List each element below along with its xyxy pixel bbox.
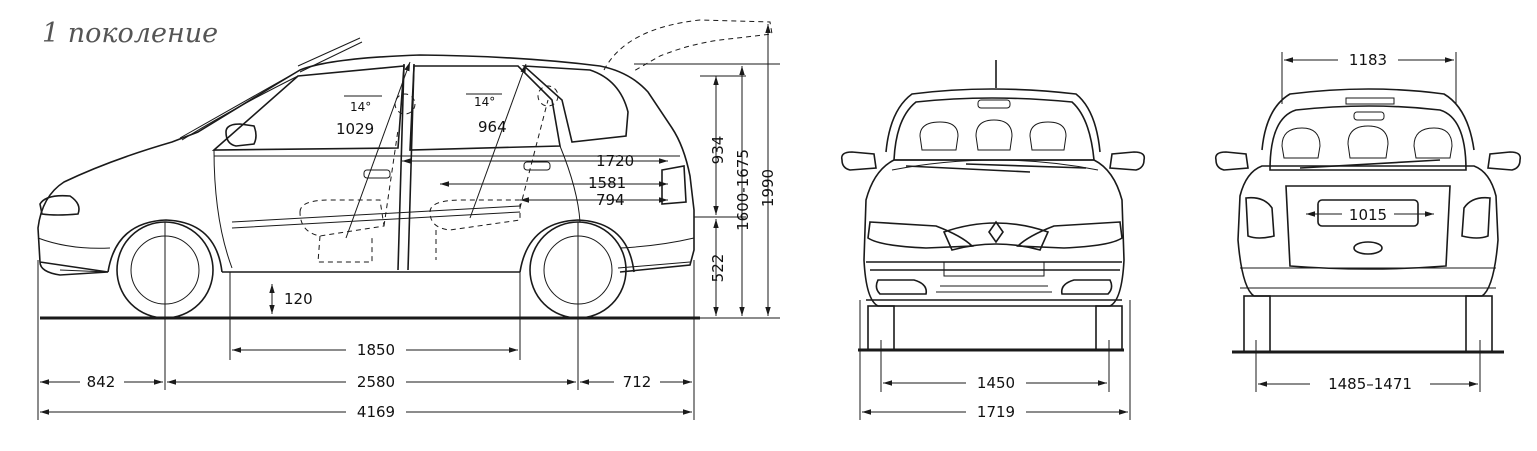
side-bumpers [37,237,695,249]
seat-angle-ticks [344,93,502,97]
label-height-range: 1600-1675 [734,149,752,231]
side-front-door-edge [213,149,233,269]
label-rear-seat-dim: 964 [478,118,507,136]
side-mirror [225,123,257,147]
label-overall-width: 1719 [977,403,1015,421]
label-front-seat-dim: 1029 [336,120,374,138]
label-seat-angle-rear: 14° [474,95,495,109]
side-b-pillar [397,63,415,271]
side-front-door-handle [363,169,391,179]
front-plate [943,261,1045,277]
label-tailgate-opening: 1015 [1349,206,1387,224]
rear-view: 1183 1015 1485–1471 [1214,48,1522,394]
label-open-height: 1990 [759,169,777,207]
rear-body-outline [1237,165,1499,297]
side-open-tailgate [603,19,773,73]
front-left-mirror [840,151,877,171]
rear-right-mirror [1487,151,1522,171]
label-rear-overhang: 712 [623,373,652,391]
front-right-headlight [1016,221,1123,249]
rear-tailgate [1285,185,1451,270]
rear-seats-visible [1281,125,1453,159]
front-logo [988,220,1004,244]
rear-right-tail-light [1461,196,1491,239]
front-mirror-interior [977,99,1011,109]
side-quarter-window [521,65,629,143]
rear-roof-outline [1261,88,1475,151]
dim-front-seat-diagonal [345,61,411,239]
rear-left-mirror [1214,151,1249,171]
side-front-seat [299,129,399,263]
front-view: 1450 1719 [840,60,1146,422]
dim-rear-seat-diagonal [469,63,527,219]
rear-window [1269,105,1467,171]
front-fog-lights [875,279,1113,295]
rear-left-tyre [1243,295,1271,353]
rear-interior-mirror [1353,111,1385,121]
side-rear-door-edge [559,145,581,223]
label-front-track: 1450 [977,374,1015,392]
rear-logo [1353,241,1383,255]
label-rear-interior-length: 1581 [588,174,626,192]
label-overall-length: 4169 [357,403,395,421]
side-headlight [39,194,80,216]
side-view: 14° 1029 14° 964 1720 1581 794 120 934 5… [37,19,780,422]
label-loading-height: 522 [709,254,727,283]
front-roof-outline [885,88,1101,153]
label-seat-angle-front: 14° [350,100,371,114]
side-antenna [297,37,363,73]
side-windshield [179,69,301,141]
label-door-span: 1850 [357,341,395,359]
side-rear-wheel [519,219,635,319]
rear-left-tail-light [1245,196,1275,239]
label-cargo-length: 794 [596,191,625,209]
label-wheelbase: 2580 [357,373,395,391]
side-rear-seat [429,99,549,260]
front-grille [942,222,1050,251]
rear-brake-light [1345,97,1395,105]
front-lower-intake [936,285,1052,293]
label-front-overhang: 842 [87,373,116,391]
label-roof-width: 1183 [1349,51,1387,69]
side-rear-door-window [409,65,561,151]
side-sill-line [59,261,691,273]
front-right-mirror [1109,151,1146,171]
generation-title: 1 поколение [42,18,219,49]
side-rubbing-strip [231,205,521,229]
side-rear-door-handle [523,161,551,171]
side-rear-headrest [537,85,559,107]
rear-bumper [1240,267,1496,289]
side-front-window [211,65,405,151]
front-wipers [905,163,1087,173]
front-left-headlight [867,221,974,249]
label-interior-length: 1720 [596,152,634,170]
label-roof-to-belt: 934 [709,136,727,165]
label-rear-track: 1485–1471 [1328,375,1412,393]
front-seats-visible [919,119,1067,151]
front-windshield [893,97,1095,161]
label-ground-clearance: 120 [284,290,313,308]
rear-right-tyre [1465,295,1493,353]
side-tail-light [661,165,687,205]
front-hood-line [891,159,1099,171]
front-body-outline [863,159,1125,307]
